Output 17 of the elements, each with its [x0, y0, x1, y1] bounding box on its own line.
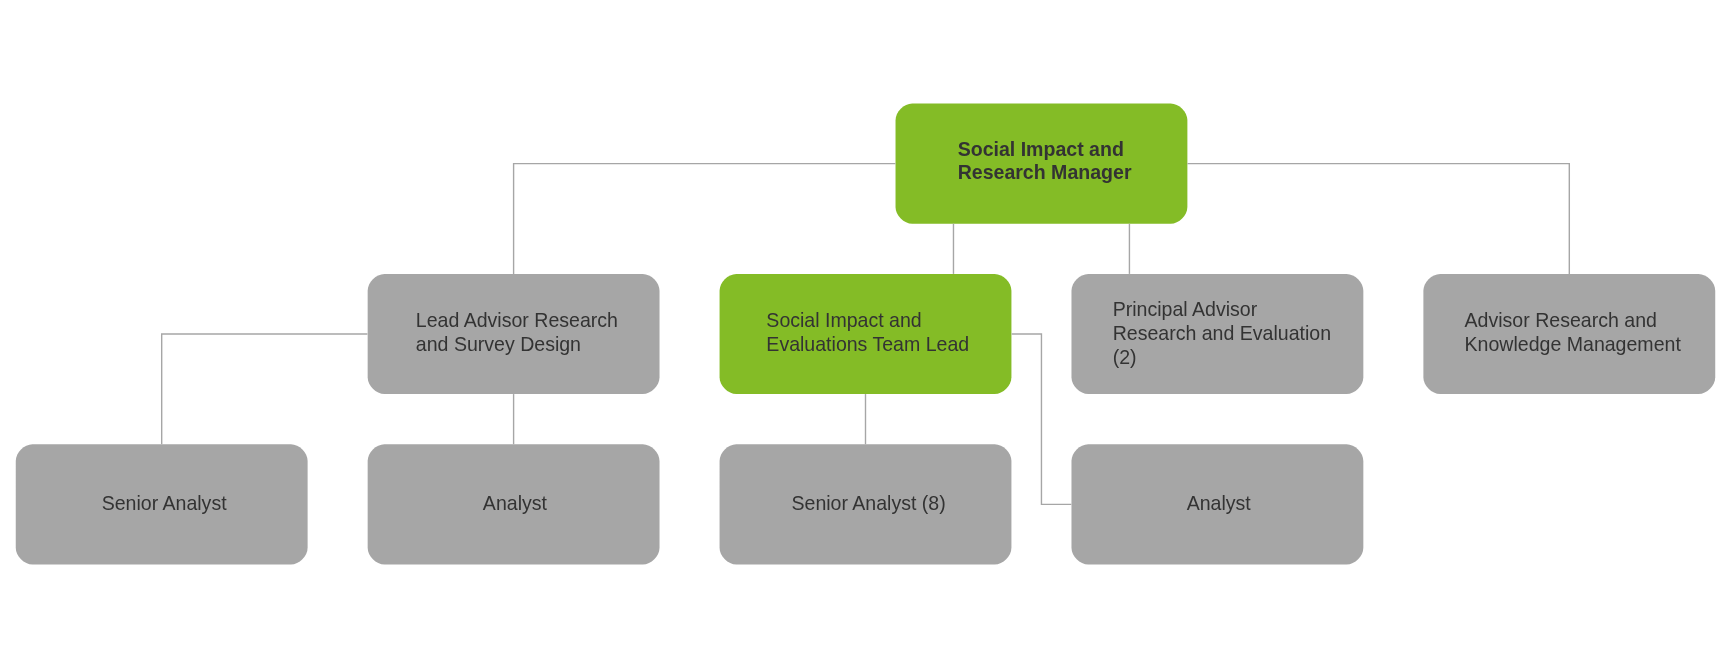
connector — [952, 223, 954, 275]
node-box: Senior Analyst (8) — [719, 444, 1011, 565]
node-box: Lead Advisor Research and Survey Design — [367, 273, 659, 395]
connector — [1128, 223, 1130, 275]
node-box: Senior Analyst — [15, 444, 308, 565]
connector — [1010, 333, 1072, 506]
node-box: Advisor Research and Knowledge Management — [1422, 273, 1715, 395]
connector — [512, 393, 514, 445]
connector — [160, 333, 368, 445]
connector — [1186, 162, 1570, 275]
node-box: Analyst — [367, 444, 659, 565]
connector — [512, 162, 896, 275]
node-box: Analyst — [1071, 444, 1363, 565]
connector — [864, 393, 866, 445]
node-box: Principal Advisor Research and Evaluation (2) — [1071, 273, 1363, 395]
node-box: Social Impact and Research Manager — [895, 103, 1187, 224]
node-box: Social Impact and Evaluations Team Lead — [719, 273, 1011, 395]
